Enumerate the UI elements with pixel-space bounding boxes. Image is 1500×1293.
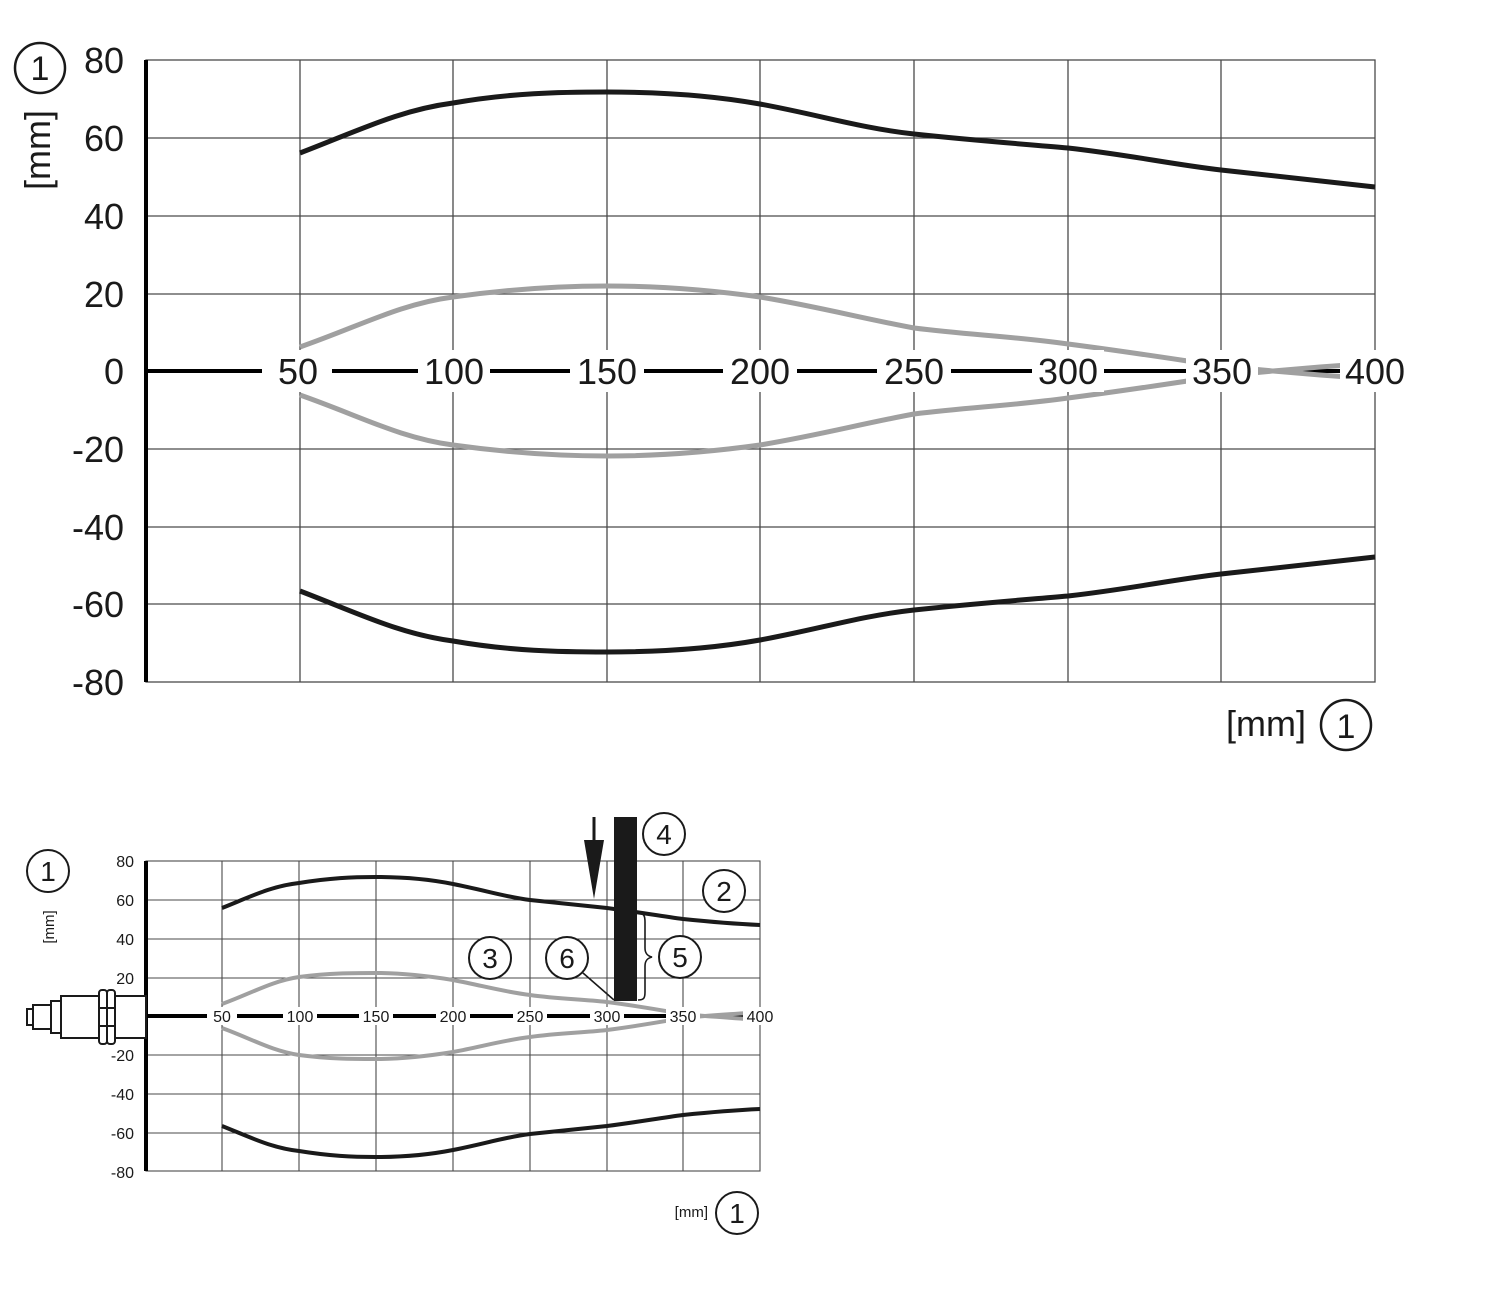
detail-outer-lower-curve <box>221 1107 761 1160</box>
detail-x-tick: 50 <box>213 1009 231 1026</box>
detail-y-tick: -20 <box>111 1048 134 1065</box>
detail-x-tick: 150 <box>363 1009 390 1026</box>
detail-x-tick: 300 <box>594 1009 621 1026</box>
annotation-marker-5: 5 <box>658 935 702 979</box>
target-object-bar <box>614 817 637 1001</box>
detail-x-tick: 350 <box>670 1009 697 1026</box>
annotation-marker-4: 4 <box>642 812 686 856</box>
detail-x-unit-label: [mm] <box>675 1204 708 1221</box>
detail-chart: 50 100 150 200 250 300 350 400 80 60 40 … <box>26 812 777 1235</box>
svg-text:1: 1 <box>40 856 56 887</box>
main-y-tick: 60 <box>84 118 124 159</box>
detail-y-marker-1: 1 <box>26 849 70 893</box>
main-x-marker-1: 1 <box>1319 698 1373 752</box>
main-chart: 50 100 150 200 250 300 350 400 80 60 40 … <box>13 40 1410 752</box>
main-x-unit-label: [mm] <box>1226 703 1306 744</box>
detail-y-tick: 80 <box>116 854 134 871</box>
detail-x-tick: 400 <box>747 1009 774 1026</box>
detail-y-tick: 40 <box>116 932 134 949</box>
detail-grid <box>145 860 761 1172</box>
detail-x-tick: 250 <box>517 1009 544 1026</box>
main-y-tick: 0 <box>104 351 124 392</box>
main-y-tick: -40 <box>72 507 124 548</box>
svg-text:4: 4 <box>656 819 672 850</box>
main-x-tick: 150 <box>577 351 637 392</box>
svg-text:5: 5 <box>672 942 688 973</box>
svg-text:6: 6 <box>559 943 575 974</box>
annotation-marker-3: 3 <box>468 936 512 980</box>
main-y-tick: -60 <box>72 584 124 625</box>
main-x-tick: 50 <box>278 351 318 392</box>
detail-y-tick: 20 <box>116 971 134 988</box>
main-y-unit-label: [mm] <box>17 110 58 190</box>
detail-y-unit-label: [mm] <box>41 910 58 943</box>
main-x-tick: 350 <box>1192 351 1252 392</box>
annotation-marker-2: 2 <box>702 869 746 913</box>
svg-text:2: 2 <box>716 876 732 907</box>
svg-text:1: 1 <box>1337 708 1356 746</box>
main-outer-upper-curve <box>299 89 1376 190</box>
svg-text:1: 1 <box>31 50 50 88</box>
main-grid <box>145 59 1376 683</box>
main-y-marker-1: 1 <box>13 41 67 95</box>
detail-outer-upper-curve <box>221 874 761 927</box>
detail-x-tick: 100 <box>287 1009 314 1026</box>
main-x-tick: 100 <box>424 351 484 392</box>
main-y-tick: 20 <box>84 274 124 315</box>
svg-text:1: 1 <box>729 1198 745 1229</box>
detail-y-tick: 60 <box>116 893 134 910</box>
arrow-down-icon <box>584 817 604 899</box>
detail-y-tick: -40 <box>111 1087 134 1104</box>
main-x-tick: 250 <box>884 351 944 392</box>
main-y-tick: 80 <box>84 40 124 81</box>
main-x-tick: 300 <box>1038 351 1098 392</box>
detail-x-tick: 200 <box>440 1009 467 1026</box>
main-y-tick: -20 <box>72 429 124 470</box>
sensor-icon <box>26 989 147 1045</box>
main-x-tick: 400 <box>1345 351 1405 392</box>
detail-y-tick: -80 <box>111 1165 134 1182</box>
annotation-marker-6: 6 <box>545 936 589 980</box>
main-outer-lower-curve <box>299 554 1376 655</box>
main-y-tick: 40 <box>84 196 124 237</box>
leader-line <box>582 972 615 1001</box>
detail-y-tick: -60 <box>111 1126 134 1143</box>
svg-text:3: 3 <box>482 943 498 974</box>
brace <box>637 912 653 1001</box>
main-x-tick: 200 <box>730 351 790 392</box>
detail-x-marker-1: 1 <box>715 1191 759 1235</box>
main-y-tick: -80 <box>72 662 124 703</box>
